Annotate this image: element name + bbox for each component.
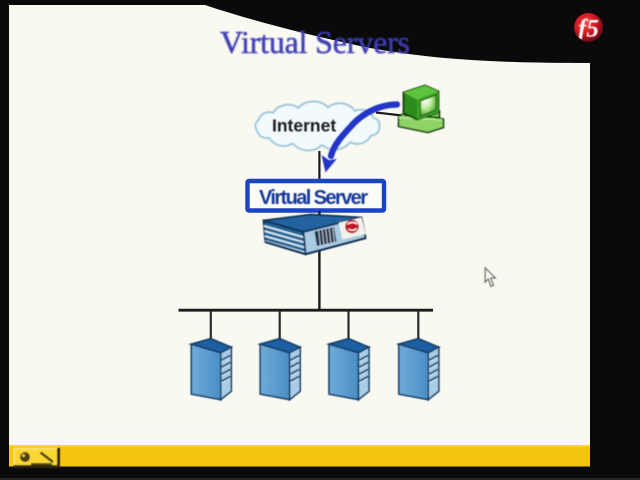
svg-text:Virtual Servers: Virtual Servers xyxy=(220,24,410,60)
svg-text:Virtual Server: Virtual Server xyxy=(259,187,368,209)
svg-text:Internet: Internet xyxy=(272,116,336,136)
svg-text:f5: f5 xyxy=(578,16,599,43)
